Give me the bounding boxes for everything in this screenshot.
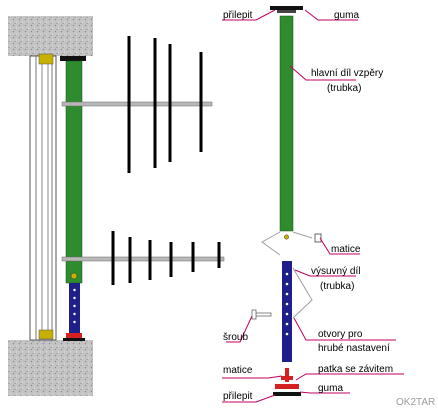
floor-slab: [8, 340, 93, 396]
label-prilepit-top: přilepit: [223, 10, 253, 21]
label-patka: patka se závitem: [318, 364, 393, 375]
label-sroub: šroub: [223, 332, 248, 343]
label-matice-bottom: matice: [223, 365, 253, 376]
upper-antenna-elements: [127, 36, 203, 173]
strut-clamp-nut: [70, 272, 78, 280]
strut-sliding-tube: [69, 283, 80, 333]
window-top-latch: [38, 53, 54, 65]
exploded-guide: [261, 231, 281, 256]
strut-bottom-plate: [63, 338, 85, 341]
label-guma-top: guma: [334, 10, 359, 21]
ceiling-slab: [8, 16, 93, 56]
label-leaders: [222, 9, 404, 403]
label-hlavni-dil-line2: (trubka): [327, 83, 361, 94]
lower-antenna-elements: [111, 231, 221, 285]
strut-main-tube: [65, 60, 83, 284]
top-plate: [277, 10, 296, 13]
label-guma-bottom: guma: [318, 383, 343, 394]
foot-base: [275, 384, 299, 389]
upper-antenna-boom: [61, 101, 213, 107]
label-matice-mid: matice: [331, 244, 361, 255]
lower-antenna-boom: [61, 256, 225, 262]
strut-foot: [66, 333, 82, 338]
exploded-guide: [292, 231, 313, 239]
label-vysuvny-line2: (trubka): [320, 281, 354, 292]
screw: [254, 312, 272, 317]
foot-thread: [285, 368, 289, 382]
strut-top-plate: [60, 56, 86, 61]
main-tube-detail: [279, 15, 294, 232]
installation-view: [8, 16, 225, 396]
main-tube-nut: [284, 234, 289, 240]
sliding-tube-detail: [282, 261, 292, 362]
label-otvory-line1: otvory pro: [318, 329, 363, 340]
watermark: OK2TAR: [396, 397, 435, 408]
top-rubber: [270, 6, 303, 10]
screw-head: [251, 309, 257, 320]
detail-view: přilepit guma hlavní díl vzpěry (trubka)…: [222, 6, 435, 408]
label-otvory-line2: hrubé nastavení: [318, 343, 390, 354]
clamp-screw: [314, 233, 322, 243]
label-vysuvny-line1: výsuvný díl: [311, 266, 360, 277]
label-hlavni-dil-line1: hlavní díl vzpěry: [311, 68, 383, 79]
foot-nut: [281, 376, 293, 380]
window-bottom-latch: [38, 329, 54, 340]
label-prilepit-bottom: přilepit: [223, 391, 253, 402]
strut-holes: [73, 288, 76, 324]
sliding-tube-holes: [285, 272, 289, 336]
exploded-guide: [292, 267, 313, 319]
bottom-rubber: [273, 392, 301, 396]
